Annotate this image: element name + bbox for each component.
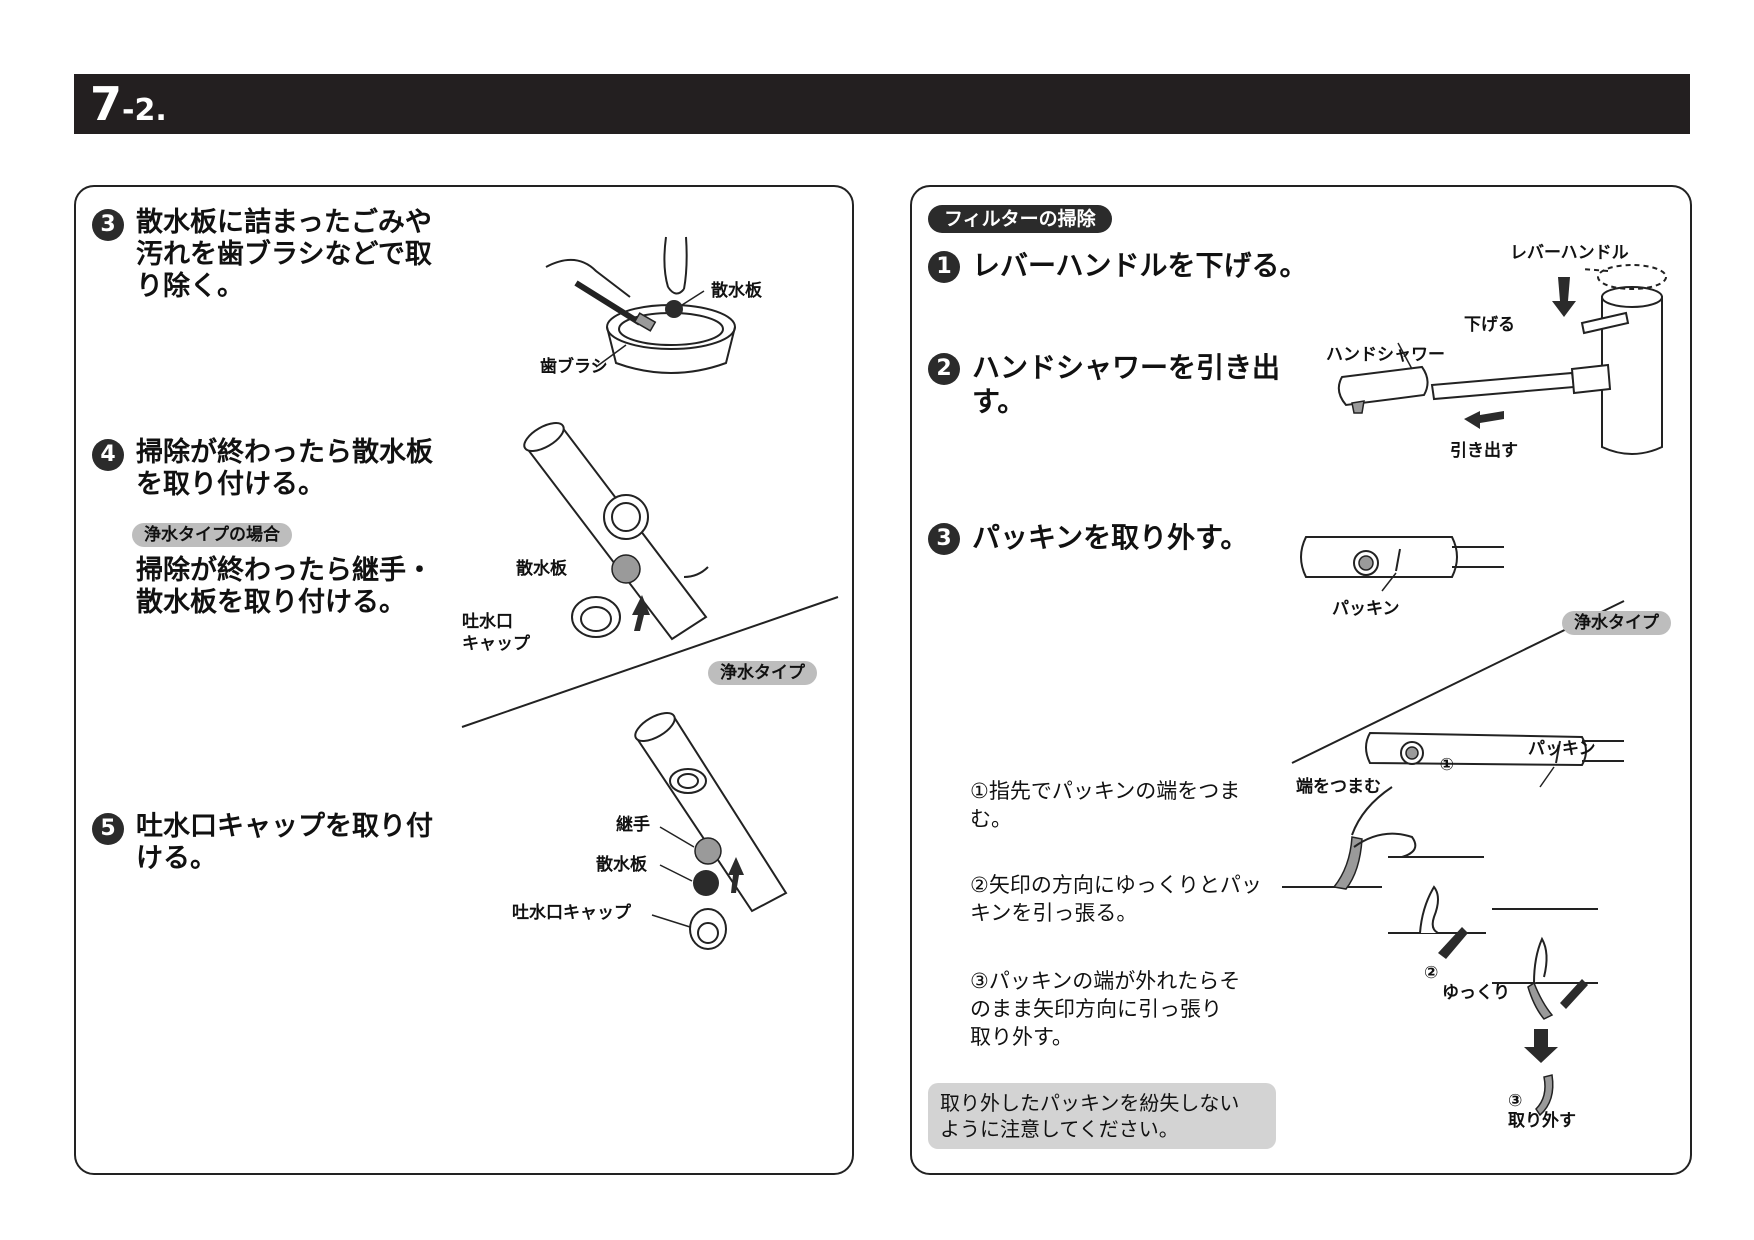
step-5-attach-cap: 5 吐水口キャップを取り付 ける。 xyxy=(92,811,472,891)
step-1-lower-lever: 1 レバーハンドルを下げる。 xyxy=(928,249,1328,289)
step-3-remove-packing: 3 パッキンを取り外す。 xyxy=(928,521,1268,561)
label-pinch-number: ① xyxy=(1439,755,1454,775)
section-number-major: 7 xyxy=(90,77,123,131)
bowl-brush-illustration xyxy=(545,236,736,374)
label-packing: パッキン xyxy=(1528,739,1596,759)
label-joint: 継手 xyxy=(616,815,650,835)
label-spout-cap: 吐水口 キャップ xyxy=(462,612,530,654)
label-lower: 下げる xyxy=(1464,315,1515,335)
step-text: 吐水口キャップを取り付 ける。 xyxy=(136,811,433,874)
section-number-minor: -2. xyxy=(122,93,167,128)
title-filter-cleaning: フィルターの掃除 xyxy=(928,205,1112,233)
label-packing: パッキン xyxy=(1332,599,1400,619)
right-instruction-panel: フィルターの掃除 1 レバーハンドルを下げる。 レバーハンドル 下げる 2 ハン… xyxy=(910,185,1692,1175)
tag-purifier-type: 浄水タイプ xyxy=(708,661,817,685)
substep-pull-slowly: ②矢印の方向にゆっくりとパッ キンを引っ張る。 xyxy=(970,873,1262,925)
step-text: 散水板に詰まったごみや 汚れを歯ブラシなどで取 り除く。 xyxy=(136,207,432,302)
step-2-pull-shower: 2 ハンドシャワーを引き出 す。 xyxy=(928,351,1288,431)
step-4-attach-plate: 4 掃除が終わったら散水板 を取り付ける。 xyxy=(92,437,472,517)
label-toothbrush: 歯ブラシ xyxy=(540,357,608,377)
label-spray-plate: 散水板 xyxy=(516,559,567,579)
spout-plate-illustration xyxy=(523,422,709,641)
divider-line xyxy=(461,596,839,728)
label-spray-plate: 散水板 xyxy=(711,281,762,301)
label-remove: 取り外す xyxy=(1508,1111,1576,1131)
section-number: 7-2. xyxy=(90,76,167,143)
substep-pinch: ①指先でパッキンの端をつま む。 xyxy=(970,779,1241,831)
step-number: 1 xyxy=(928,251,960,283)
step-text: ハンドシャワーを引き出 す。 xyxy=(972,351,1281,418)
substep-remove: ③パッキンの端が外れたらそ のまま矢印方向に引っ張り 取り外す。 xyxy=(970,969,1241,1049)
step-number: 3 xyxy=(92,209,124,241)
step-number: 3 xyxy=(928,523,960,555)
label-remove-number: ③ xyxy=(1508,1091,1523,1111)
faucet-illustration xyxy=(1337,264,1667,455)
step-number: 2 xyxy=(928,353,960,385)
packing-removal-detail-illustration xyxy=(1282,786,1598,1117)
step-text: 掃除が終わったら散水板 を取り付ける。 xyxy=(136,437,433,500)
caution-note: 取り外したパッキンを紛失しない ように注意してください。 xyxy=(928,1083,1276,1149)
label-slow-number: ② xyxy=(1424,963,1439,983)
label-spout-cap: 吐水口キャップ xyxy=(512,903,631,923)
label-slowly: ゆっくり xyxy=(1442,983,1510,1003)
label-spray-plate: 散水板 xyxy=(596,855,647,875)
step-4-purifier-text: 掃除が終わったら継手・ 散水板を取り付ける。 xyxy=(136,555,433,618)
label-lever-handle: レバーハンドル xyxy=(1510,243,1629,263)
step-number: 5 xyxy=(92,813,124,845)
step-text: パッキンを取り外す。 xyxy=(972,521,1249,554)
step-number: 4 xyxy=(92,439,124,471)
label-pull-out: 引き出す xyxy=(1450,441,1518,461)
spout-cap-illustration xyxy=(634,712,788,950)
label-pinch-end: 端をつまむ xyxy=(1296,777,1381,797)
left-instruction-panel: 3 散水板に詰まったごみや 汚れを歯ブラシなどで取 り除く。 散水板 歯ブラシ … xyxy=(74,185,854,1175)
section-header-bar: 7-2. xyxy=(74,74,1690,134)
tag-purifier-case: 浄水タイプの場合 xyxy=(132,523,292,547)
tag-purifier-type: 浄水タイプ xyxy=(1562,611,1671,635)
step-3-clean-plate: 3 散水板に詰まったごみや 汚れを歯ブラシなどで取 り除く。 xyxy=(92,207,472,317)
step-text: レバーハンドルを下げる。 xyxy=(972,249,1308,282)
label-hand-shower: ハンドシャワー xyxy=(1326,345,1445,365)
